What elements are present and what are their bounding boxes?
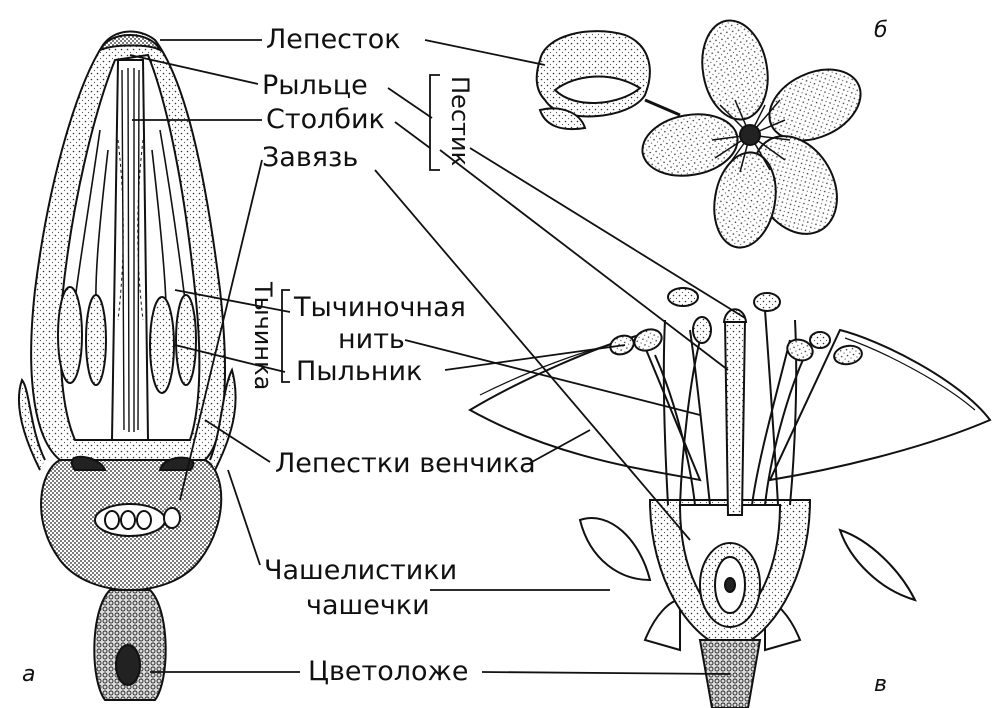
label-pistil: Пестик: [446, 76, 474, 166]
label-sepals-line2: чашечки: [306, 592, 430, 619]
figure-v-section: [470, 288, 990, 708]
label-filament-line2: нить: [338, 326, 405, 353]
label-style: Столбик: [266, 106, 385, 133]
label-corolla-petals: Лепестки венчика: [275, 450, 536, 477]
panel-label-b: б: [874, 20, 888, 42]
panel-label-a: а: [22, 664, 35, 686]
label-petal: Лепесток: [266, 26, 401, 53]
label-stigma: Рыльце: [262, 72, 368, 99]
label-anther: Пыльник: [296, 358, 422, 385]
label-sepals-line1: Чашелистики: [264, 557, 457, 584]
figure-b-flower: [537, 15, 872, 252]
figure-a-section: [19, 32, 236, 700]
panel-label-v: в: [874, 674, 887, 696]
label-filament-line1: Тычиночная: [294, 294, 466, 321]
label-stamen: Тычинка: [249, 282, 277, 390]
label-receptacle: Цветоложе: [308, 658, 468, 685]
label-ovary: Завязь: [262, 144, 358, 171]
